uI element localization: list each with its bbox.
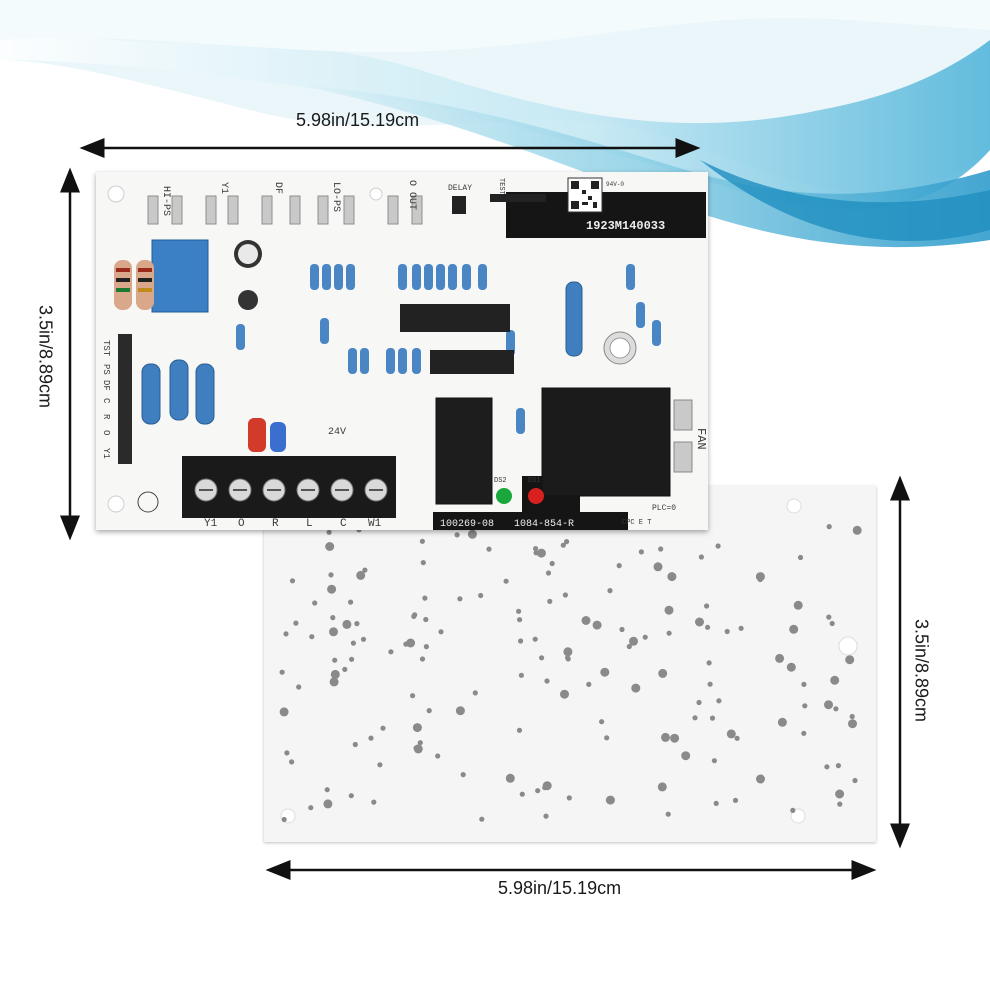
delay-label: DELAY xyxy=(448,184,472,193)
ul-mark: 94V-0 xyxy=(606,181,624,188)
terminal-label-o-bottom: O xyxy=(238,518,245,530)
part-number: 100269-08 xyxy=(440,519,494,530)
terminal-label-y1-bottom: Y1 xyxy=(204,518,218,530)
blue-relay xyxy=(151,239,209,313)
terminal-label-r-bottom: R xyxy=(272,518,279,530)
board-front: 1923M140033 100269-08 1084-854-R HI-PS Y… xyxy=(96,172,708,530)
terminal-label-y1: Y1 xyxy=(218,182,229,194)
qr-code xyxy=(567,177,603,213)
led-label-ds2: DS2 xyxy=(494,477,507,485)
terminal-label-lo-ps: LO-PS xyxy=(330,182,341,212)
terminal-label-c-bottom: C xyxy=(340,518,347,530)
left-height-label: 3.5in/8.89cm xyxy=(35,304,56,409)
ic-u2 xyxy=(430,350,514,374)
test-label: TEST xyxy=(497,178,505,195)
voltage-mark: 24V xyxy=(328,427,346,438)
terminal-block xyxy=(182,456,396,518)
ic-u1 xyxy=(400,304,510,332)
header-label-r: R xyxy=(101,414,111,420)
header-label-tst: TST xyxy=(101,340,111,357)
bottom-width-label: 5.98in/15.19cm xyxy=(498,878,622,898)
header-label-ps: PS xyxy=(101,364,111,375)
terminal-label-df: DF xyxy=(272,182,283,194)
left-header xyxy=(118,334,132,464)
led-green xyxy=(496,488,512,504)
relay-large xyxy=(541,387,671,497)
solder-side xyxy=(279,498,862,824)
wave-background xyxy=(0,0,990,248)
plc-mark: PLC=0 xyxy=(652,504,676,513)
top-width-label: 5.98in/15.19cm xyxy=(296,110,420,130)
terminal-label-w1-bottom: W1 xyxy=(368,518,382,530)
board-back xyxy=(264,486,876,842)
terminal-label-hi-ps: HI-PS xyxy=(160,186,171,216)
header-label-y1: Y1 xyxy=(101,448,111,459)
component-side: 1923M140033 100269-08 1084-854-R HI-PS Y… xyxy=(101,177,708,530)
serial-number: 1923M140033 xyxy=(586,219,665,233)
led-red xyxy=(528,488,544,504)
led-label-ds1: DS1 xyxy=(528,477,541,485)
board-code: 1084-854-R xyxy=(514,519,574,530)
terminal-label-l-bottom: L xyxy=(306,518,313,530)
right-height-label: 3.5in/8.89cm xyxy=(911,618,932,723)
relay-small xyxy=(435,397,493,505)
header-label-c: C xyxy=(101,398,111,404)
cpc-mark: CPC E T xyxy=(622,519,651,527)
fan-label: FAN xyxy=(694,428,708,450)
header-label-df: DF xyxy=(101,380,111,391)
terminal-label-o-out: O OUT xyxy=(406,180,417,210)
header-label-o: O xyxy=(101,430,111,435)
